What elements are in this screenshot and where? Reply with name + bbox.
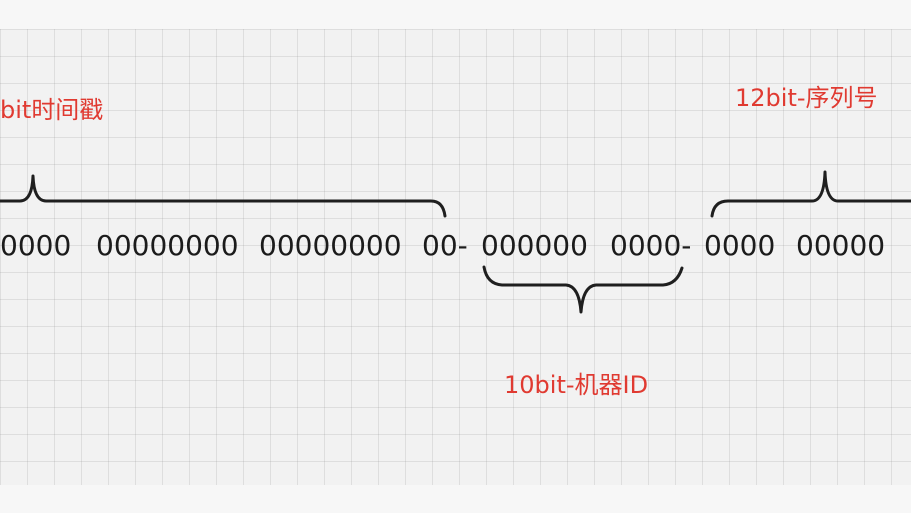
bit-group: 000000 [481,229,588,262]
bit-group: 00000000 [259,229,402,262]
bit-group: 00000 [796,229,886,262]
sequence-number-label: 12bit-序列号 [735,84,878,112]
timestamp-label: bit时间戳 [0,96,104,124]
bit-group: 0000 [704,229,776,262]
bit-group: 00000000 [96,229,239,262]
bit-group: 0000 [0,229,72,262]
bit-group: 00- [422,229,468,262]
grid-background [0,29,911,485]
bit-sequence: 0000 00000000 00000000 00- 000000 0000- … [0,226,911,266]
machine-id-label: 10bit-机器ID [504,371,649,399]
bit-group: 0000- [610,229,692,262]
